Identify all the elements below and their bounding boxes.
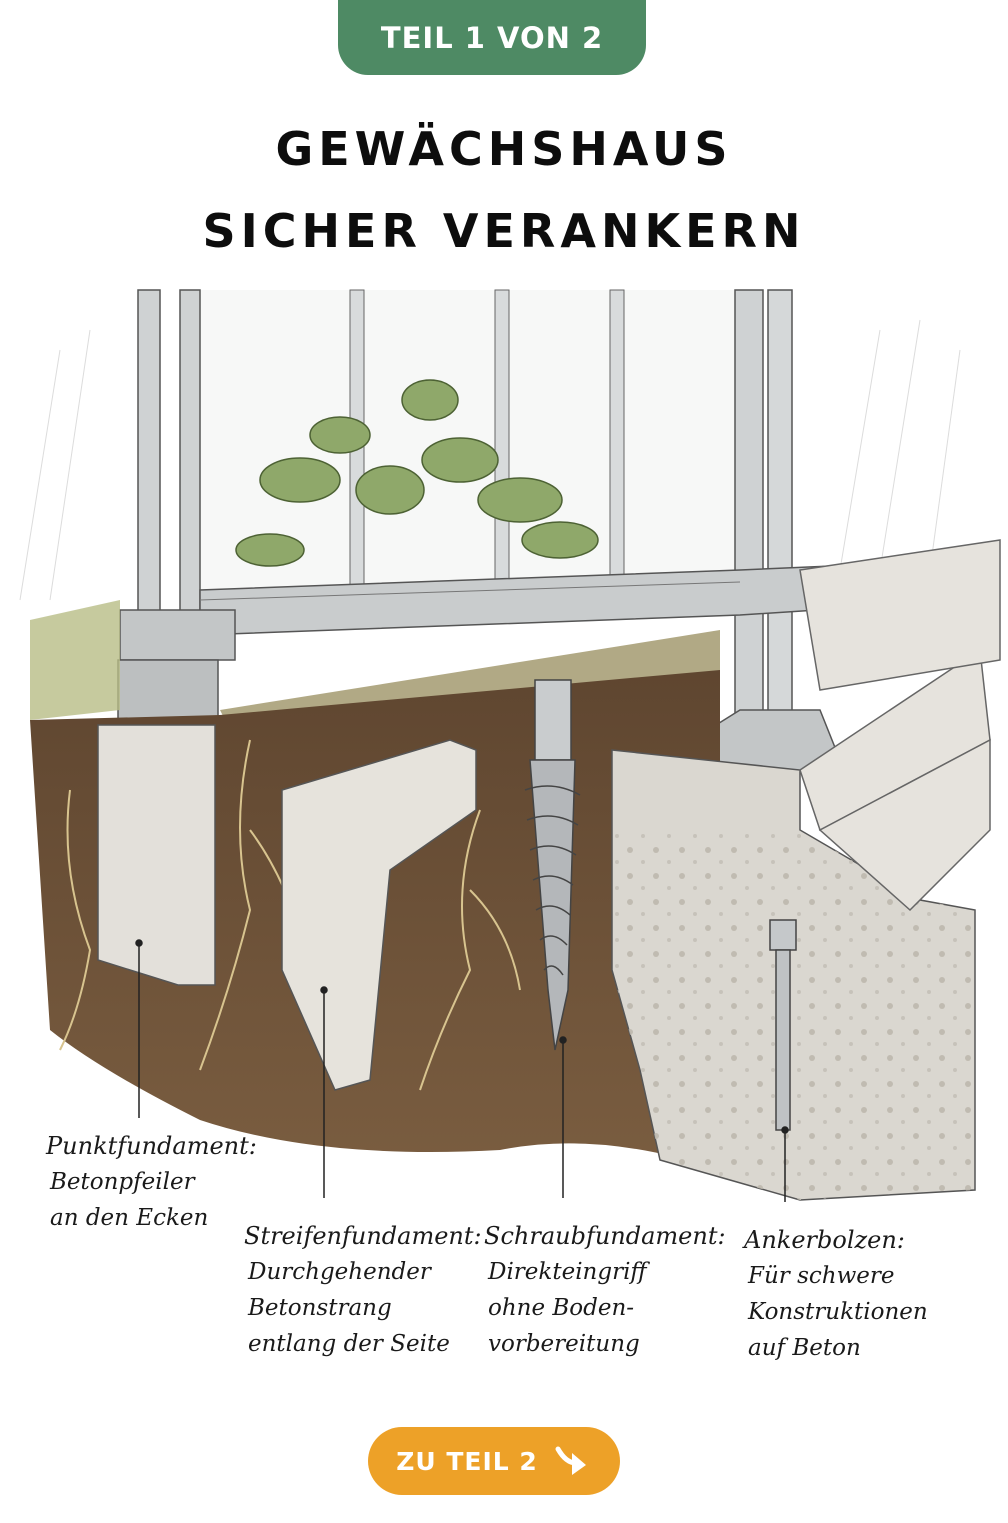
label-point-foundation-line-2: an den Ecken (50, 1205, 209, 1231)
label-anchor-bolt: Ankerbolzen: Für schwere Konstruktionen … (744, 1222, 969, 1366)
concrete-slab-texture (612, 830, 975, 1200)
label-screw-foundation-title: Schraubfundament: (484, 1222, 726, 1250)
grass-ledge (30, 600, 120, 720)
title-line-1: GEWÄCHSHAUS (275, 122, 733, 176)
label-anchor-bolt-line-3: auf Beton (748, 1335, 861, 1361)
label-screw-foundation: Schraubfundament: Direkteingriff ohne Bo… (484, 1218, 726, 1362)
label-screw-foundation-line-3: vorbereitung (488, 1331, 640, 1357)
arrow-down-right-icon (555, 1446, 586, 1475)
next-part-button-label: ZU TEIL 2 (396, 1446, 538, 1476)
label-screw-foundation-line-2: ohne Boden- (488, 1295, 635, 1321)
next-part-button[interactable]: ZU TEIL 2 (368, 1427, 620, 1495)
label-strip-foundation-line-2: Betonstrang (248, 1295, 392, 1321)
label-point-foundation: Punktfundament: Betonpfeiler an den Ecke… (46, 1128, 266, 1236)
label-anchor-bolt-title: Ankerbolzen: (744, 1226, 905, 1254)
label-strip-foundation-title: Streifenfundament: (244, 1222, 482, 1250)
label-screw-foundation-line-1: Direkteingriff (488, 1259, 647, 1285)
label-point-foundation-title: Punktfundament: (46, 1132, 257, 1160)
background-hatching (19, 319, 961, 601)
strip-foundation-block (281, 739, 477, 1091)
label-anchor-bolt-line-1: Für schwere (748, 1263, 895, 1289)
roots (59, 739, 521, 1091)
label-anchor-bolt-line-2: Konstruktionen (748, 1299, 928, 1325)
label-strip-foundation-line-1: Durchgehender (248, 1259, 431, 1285)
plant (235, 379, 599, 567)
foundation-illustration (19, 289, 1001, 1202)
leader-lines (135, 939, 789, 1202)
paving-stones (799, 539, 1001, 912)
part-badge: TEIL 1 VON 2 (338, 0, 646, 75)
label-point-foundation-line-1: Betonpfeiler (50, 1169, 195, 1195)
label-strip-foundation-line-3: entlang der Seite (248, 1331, 450, 1357)
anchor-bolt (769, 919, 797, 1131)
title-line-2: SICHER VERANKERN (202, 204, 806, 258)
ground-screw (524, 679, 581, 1051)
part-badge-label: TEIL 1 VON 2 (380, 20, 604, 55)
point-foundation-pillar (97, 724, 216, 986)
label-strip-foundation: Streifenfundament: Durchgehender Betonst… (244, 1218, 482, 1362)
page-title: GEWÄCHSHAUS SICHER VERANKERN (0, 108, 1008, 272)
